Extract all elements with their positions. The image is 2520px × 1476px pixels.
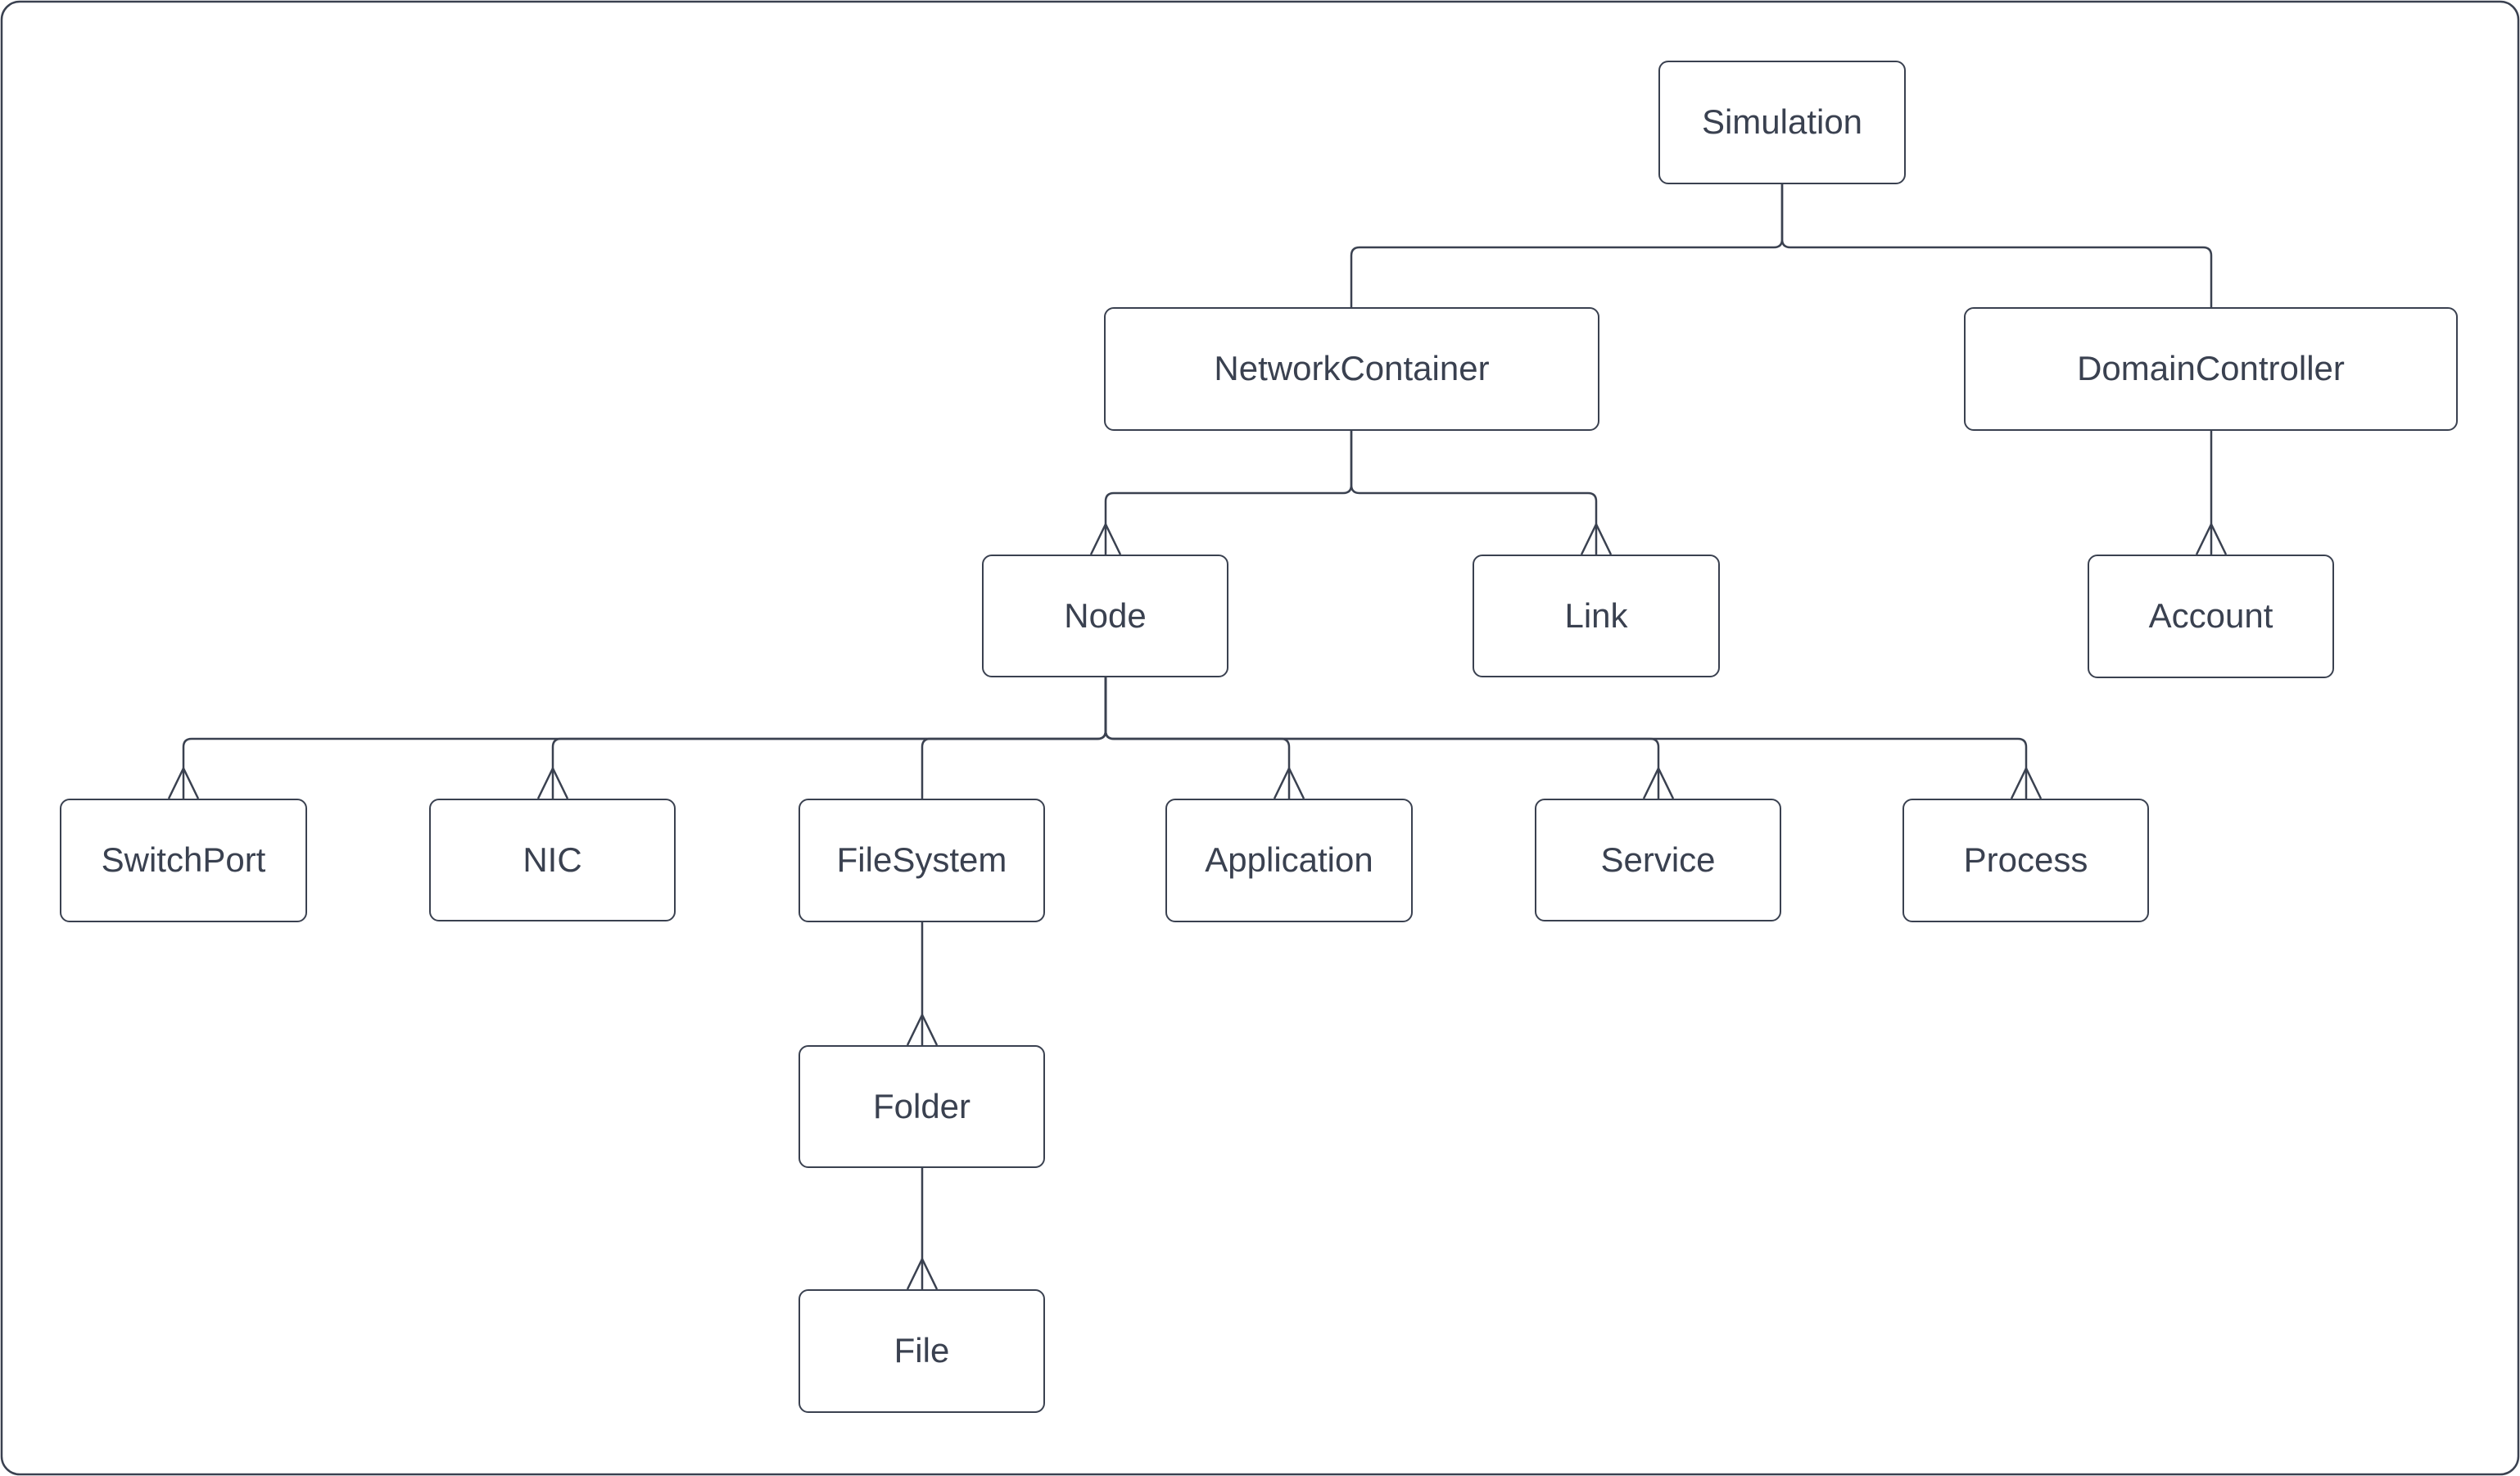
node-label: NIC [523, 840, 582, 879]
node-application[interactable]: Application [1165, 799, 1413, 922]
connector-node-filesystem [921, 677, 1107, 799]
node-label: Process [1963, 840, 2088, 880]
arrowhead-service [1642, 766, 1675, 799]
node-label: Application [1205, 840, 1373, 880]
node-folder[interactable]: Folder [799, 1045, 1045, 1168]
arrowhead-file [906, 1256, 939, 1290]
connector-networkcontainer-link [1350, 431, 1598, 555]
node-filesystem[interactable]: FileSystem [799, 799, 1045, 922]
node-switchport[interactable]: SwitchPort [60, 799, 307, 922]
node-node[interactable]: Node [982, 555, 1228, 677]
connector-networkcontainer-node [1104, 431, 1353, 555]
arrowhead-account [2195, 522, 2228, 555]
arrowhead-process [2010, 766, 2043, 799]
arrowhead-application [1273, 766, 1305, 799]
arrowhead-link [1580, 522, 1613, 555]
node-label: Link [1564, 595, 1628, 635]
node-simulation[interactable]: Simulation [1658, 61, 1906, 184]
node-label: Node [1064, 595, 1147, 635]
node-service[interactable]: Service [1535, 799, 1781, 921]
arrowhead-node [1089, 522, 1122, 555]
node-domaincontroller[interactable]: DomainController [1964, 307, 2458, 431]
node-process[interactable]: Process [1902, 799, 2149, 922]
arrowhead-folder [906, 1012, 939, 1046]
node-label: NetworkContainer [1214, 349, 1490, 388]
node-label: Account [2148, 596, 2273, 636]
node-label: Service [1600, 840, 1716, 879]
node-label: Simulation [1701, 102, 1863, 142]
node-account[interactable]: Account [2088, 555, 2334, 678]
connector-simulation-domaincontroller [1780, 184, 2213, 307]
node-label: File [894, 1331, 950, 1370]
node-nic[interactable]: NIC [429, 799, 676, 921]
arrowhead-nic [536, 766, 569, 799]
node-label: FileSystem [836, 840, 1007, 880]
node-link[interactable]: Link [1473, 555, 1720, 677]
node-networkcontainer[interactable]: NetworkContainer [1104, 307, 1599, 431]
connector-node-process [1104, 677, 2028, 799]
arrowhead-switchport [167, 766, 200, 799]
node-file[interactable]: File [799, 1289, 1045, 1413]
node-label: SwitchPort [101, 840, 266, 880]
node-label: Folder [872, 1086, 971, 1125]
connector-simulation-networkcontainer [1350, 184, 1784, 307]
node-label: DomainController [2077, 349, 2345, 388]
